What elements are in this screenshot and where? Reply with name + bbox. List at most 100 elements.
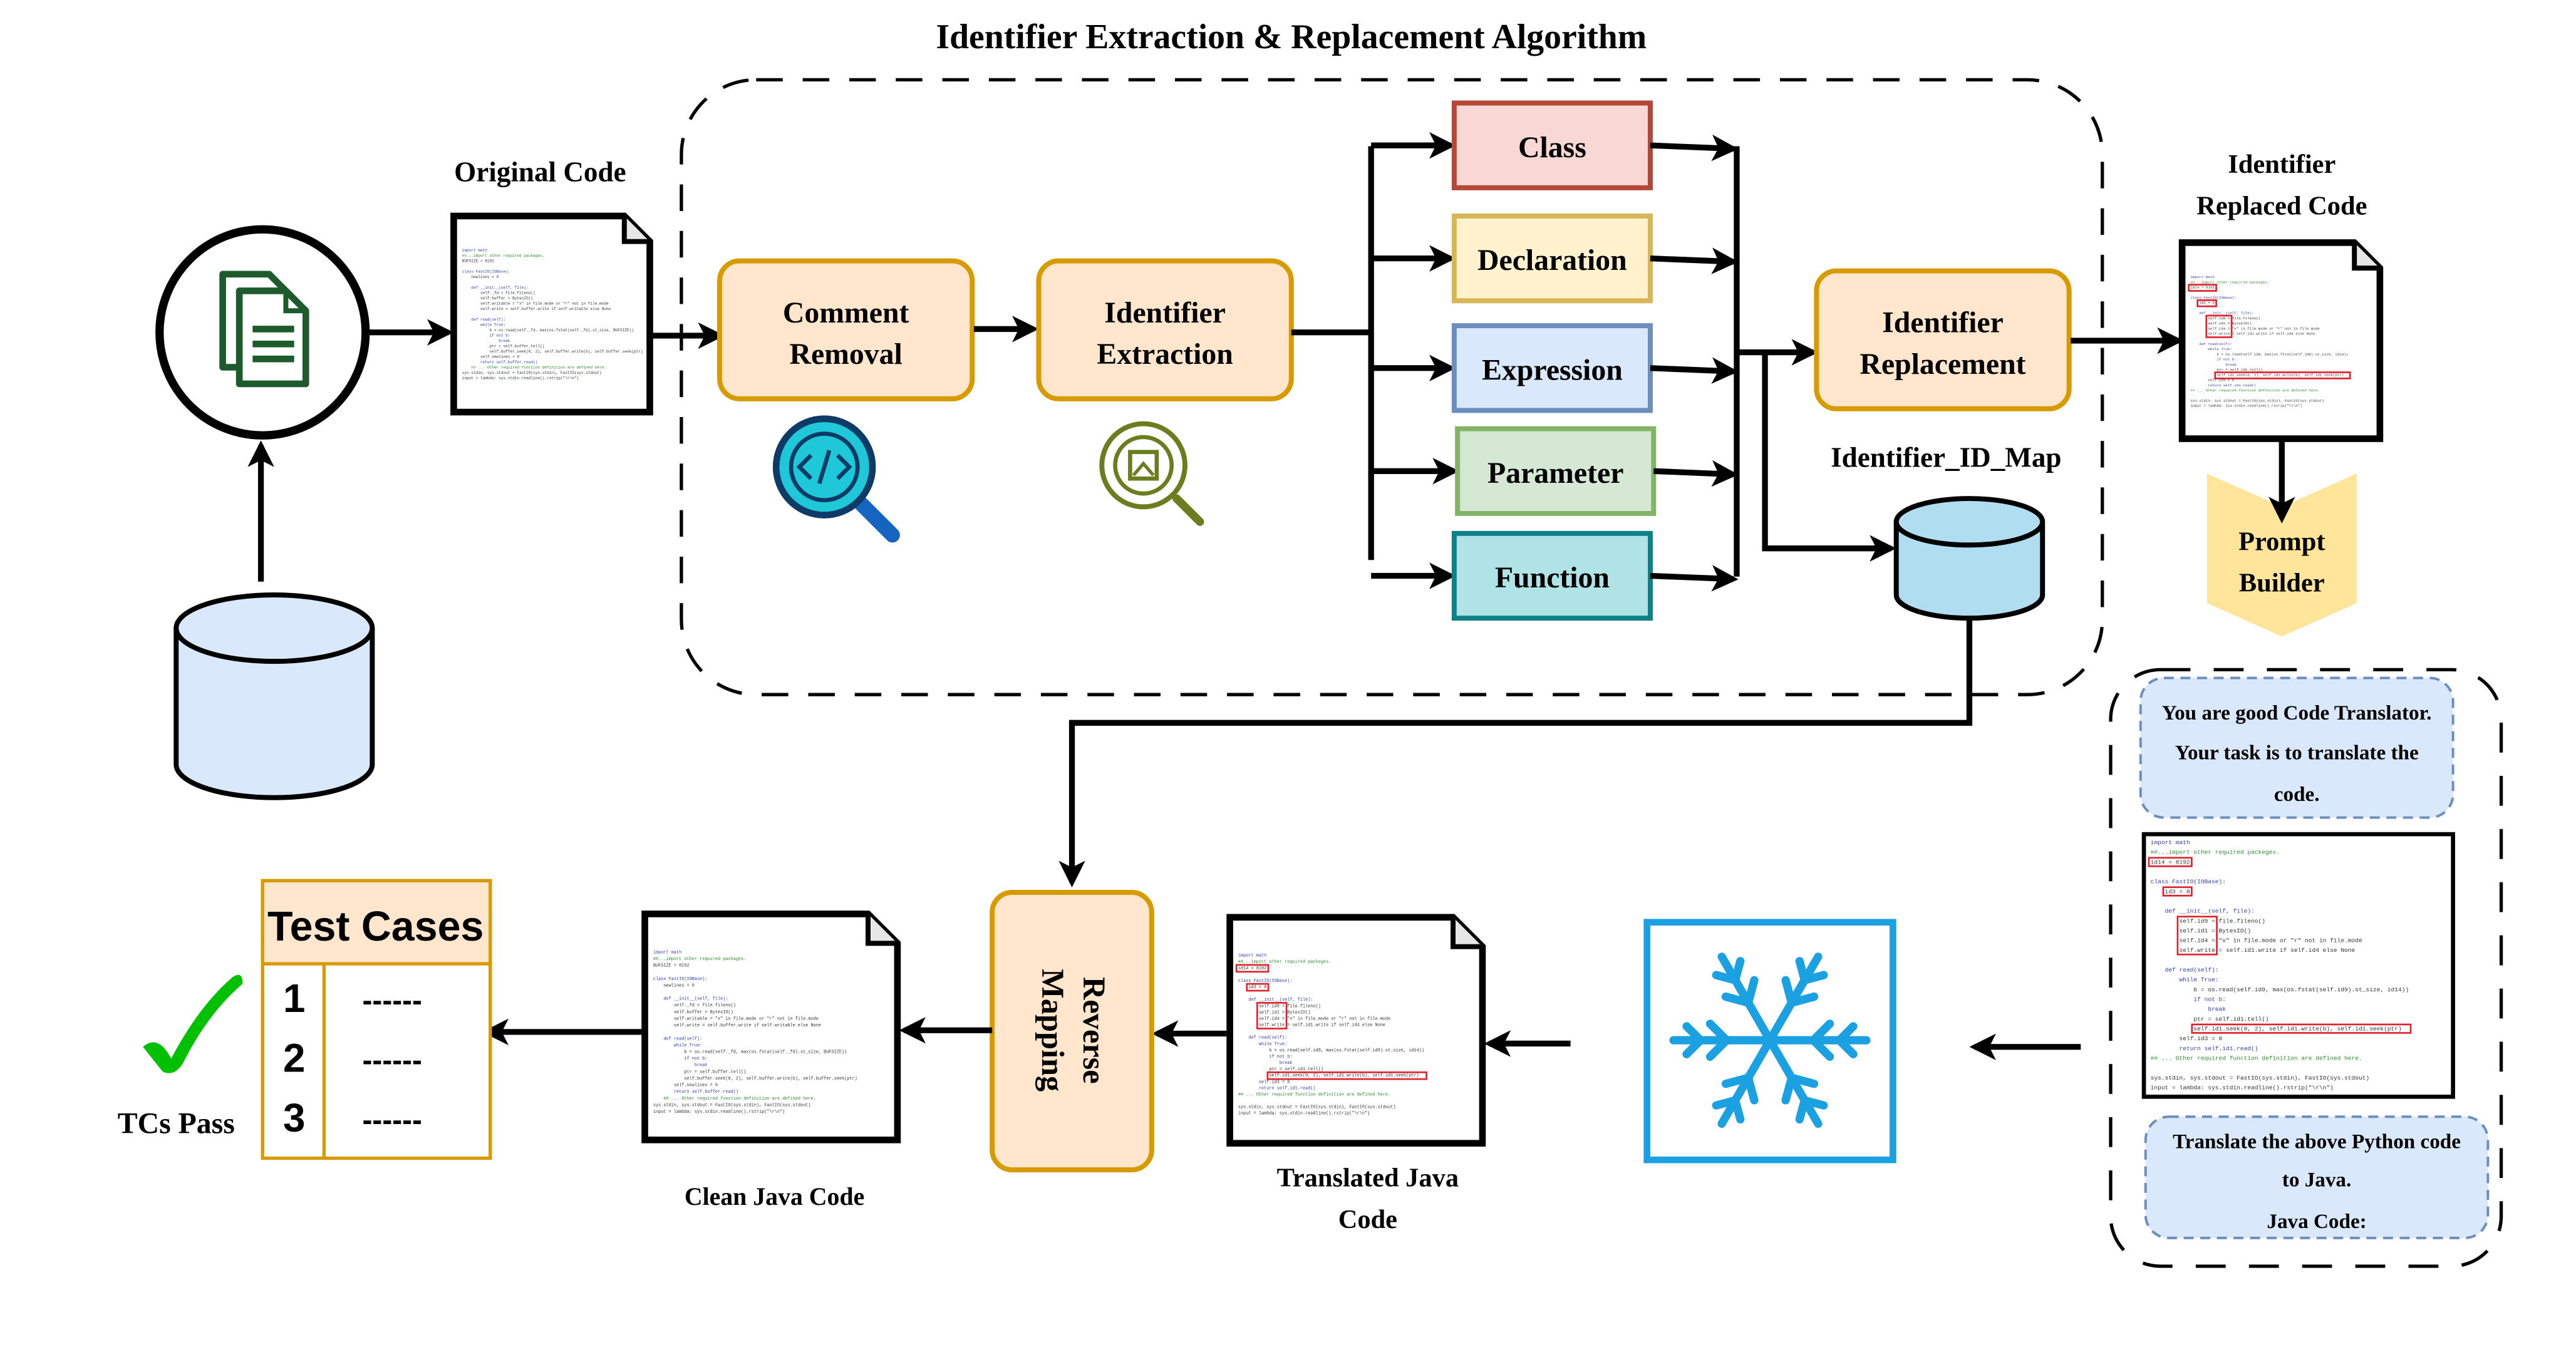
identifier-categories: ClassDeclarationExpressionParameterFunct… bbox=[1371, 100, 1739, 621]
replaced-code-label-2: Replaced Code bbox=[2196, 191, 2367, 220]
prompt-request-box: Translate the above Python code to Java.… bbox=[2144, 1115, 2490, 1239]
code-line: ptr = self.id1.tell() bbox=[2190, 368, 2262, 372]
code-line: if not b: bbox=[653, 1056, 708, 1061]
category-label: Parameter bbox=[1487, 457, 1623, 490]
code-line: def __init__(self, file): bbox=[2190, 311, 2253, 316]
category-function: Function bbox=[1371, 530, 1739, 621]
fan-out-connector bbox=[1291, 146, 1374, 560]
code-line: self.newlines = 0 bbox=[653, 1083, 718, 1088]
prompt-request-line-3: Java Code: bbox=[2267, 1210, 2366, 1233]
code-line: self._fd = file.fileno() bbox=[653, 1003, 736, 1008]
prompt-code-panel: import math##...import other required pa… bbox=[2141, 832, 2455, 1099]
category-label: Expression bbox=[1482, 353, 1623, 386]
code-line: return self.id1.read() bbox=[2190, 383, 2256, 388]
code-line: class FastIO(IOBase): bbox=[462, 270, 510, 274]
category-label: Function bbox=[1495, 561, 1610, 594]
code-line: sys.stdin, sys.stdout = FastIO(sys.stdin… bbox=[2190, 398, 2324, 403]
identifier-extraction-label-1: Identifier bbox=[1104, 296, 1226, 329]
code-line: b = os.read(self._fd, max(os.fstat(self.… bbox=[653, 1050, 847, 1055]
reverse-mapping-label-2: Mapping bbox=[1035, 969, 1070, 1092]
code-line: class FastIO(IOBase): bbox=[2190, 296, 2236, 300]
code-line: while True: bbox=[462, 323, 505, 327]
code-line: return self.id1.read() bbox=[2151, 1045, 2258, 1052]
code-line: while True: bbox=[2151, 976, 2219, 983]
code-line: ##...import other required packages. bbox=[653, 957, 747, 962]
translated-label-1: Translated Java bbox=[1277, 1164, 1459, 1193]
translated-label-2: Code bbox=[1338, 1205, 1397, 1234]
code-line: self.id1.seek(0, 2), self.id1.write(b), … bbox=[2151, 1025, 2402, 1032]
code-line: break bbox=[1238, 1061, 1293, 1066]
clean-java-label: Clean Java Code bbox=[685, 1183, 864, 1210]
diagram-title: Identifier Extraction & Replacement Algo… bbox=[936, 18, 1647, 56]
code-line: sys.stdin, sys.stdout = FastIO(sys.stdin… bbox=[462, 371, 602, 375]
code-line: self.id1 = BytesIO() bbox=[2190, 321, 2252, 326]
code-line: ptr = self.buffer.tell() bbox=[462, 344, 545, 348]
code-line: self.write = self.buffer.write if self.w… bbox=[462, 307, 611, 311]
comment-removal-step: Comment Removal bbox=[717, 258, 975, 401]
code-line: newlines = 0 bbox=[462, 275, 499, 279]
test-cases-header: Test Cases bbox=[267, 904, 484, 950]
arrow-id-map-to-reverse-mapping bbox=[1058, 618, 1973, 888]
code-line: self.id9 = file.fileno() bbox=[2151, 917, 2265, 924]
code-line: break bbox=[653, 1063, 708, 1068]
prompt-builder-label-2: Builder bbox=[2239, 569, 2325, 598]
code-line: input = lambda: sys.stdin.readline().rst… bbox=[462, 376, 579, 380]
code-line: ##...import other required packeges. bbox=[2190, 280, 2269, 284]
tcs-pass-label: TCs Pass bbox=[118, 1107, 235, 1140]
code-line: def __init__(self, file): bbox=[653, 997, 728, 1002]
code-line: ##...import other required packeges. bbox=[1238, 960, 1332, 965]
code-line: sys.stdin, sys.stdout = FastIO(sys.stdin… bbox=[2151, 1075, 2369, 1081]
replaced-code-label-1: Identifier bbox=[2228, 150, 2335, 179]
code-line: def read(self): bbox=[1238, 1036, 1287, 1041]
code-line: self.id9 = file.fileno() bbox=[2190, 316, 2260, 321]
code-line: id3 = 0 bbox=[1238, 985, 1266, 990]
identifier-extraction-step: Identifier Extraction bbox=[1036, 258, 1294, 401]
code-line: break bbox=[462, 339, 510, 343]
code-line: self.id4 = "x" in file.mode or "r" not i… bbox=[2190, 326, 2320, 331]
code-line: ## ... Other required function definitio… bbox=[2151, 1055, 2362, 1061]
code-line: def read(self): bbox=[2190, 342, 2232, 346]
identifier-extraction-label-2: Extraction bbox=[1097, 338, 1233, 371]
identifier-highlight bbox=[1246, 983, 1270, 992]
code-line: sys.stdin, sys.stdout = FastIO(sys.stdin… bbox=[653, 1103, 811, 1108]
code-line: ##...import other required packeges. bbox=[2151, 849, 2280, 856]
code-line: while True: bbox=[1238, 1042, 1287, 1047]
identifier-highlight bbox=[1266, 1071, 1427, 1080]
image-search-icon bbox=[1099, 421, 1204, 526]
code-line: ptr = self.id1.tell() bbox=[1238, 1067, 1323, 1072]
code-line: ##...import other required packages. bbox=[462, 254, 545, 258]
id-map-label: Identifier_ID_Map bbox=[1831, 442, 2061, 473]
code-line: self.write = self.buffer.write if self.w… bbox=[653, 1023, 821, 1028]
identifier-highlight bbox=[2191, 1023, 2412, 1034]
code-line: self.write = self.id1.write if self.id4 … bbox=[1238, 1023, 1385, 1028]
code-line: return self.id1.read() bbox=[1238, 1086, 1316, 1091]
algorithm-container bbox=[680, 78, 2104, 696]
prompt-instruction-box: You are good Code Translator. Your task … bbox=[2139, 676, 2454, 819]
identifier-highlight bbox=[2148, 857, 2193, 867]
category-expression: Expression bbox=[1371, 323, 1739, 413]
test-case-result: ------ bbox=[363, 1103, 422, 1137]
code-line: ptr = self.buffer.tell() bbox=[653, 1070, 747, 1075]
code-line: if not b: bbox=[2151, 996, 2226, 1003]
original-code-document: import math##...import other required pa… bbox=[450, 212, 653, 416]
replaced-code-document: import math##...import other required pa… bbox=[2178, 239, 2384, 442]
snowflake-llm-icon bbox=[1643, 919, 1896, 1164]
category-label: Class bbox=[1518, 131, 1586, 164]
code-search-icon bbox=[772, 415, 900, 543]
code-line: BUFSIZE = 8192 bbox=[653, 964, 690, 969]
identifier-highlight bbox=[2162, 886, 2193, 897]
code-line: self._fd = file.fileno() bbox=[462, 291, 535, 296]
code-line: self.id9 = file.fileno() bbox=[1238, 1004, 1321, 1009]
code-line: if not b: bbox=[2190, 358, 2236, 362]
code-line: self.id3 = 0 bbox=[1238, 1080, 1290, 1085]
prompt-builder-label-1: Prompt bbox=[2238, 527, 2325, 556]
identifier-highlight bbox=[2214, 371, 2351, 379]
code-line: self.id4 = "x" in file.mode or "r" not i… bbox=[1238, 1016, 1390, 1021]
code-line: def __init__(self, file): bbox=[2151, 908, 2255, 915]
code-line: self.id1 = BytesIO() bbox=[2151, 927, 2251, 934]
code-line: while True: bbox=[653, 1043, 702, 1048]
code-line: ptr = self.id1.tell() bbox=[2151, 1016, 2269, 1023]
prompt-instruction-line-1: You are good Code Translator. bbox=[2162, 701, 2432, 725]
code-line: sys.stdin, sys.stdout = FastIO(sys.stdin… bbox=[1238, 1105, 1396, 1110]
